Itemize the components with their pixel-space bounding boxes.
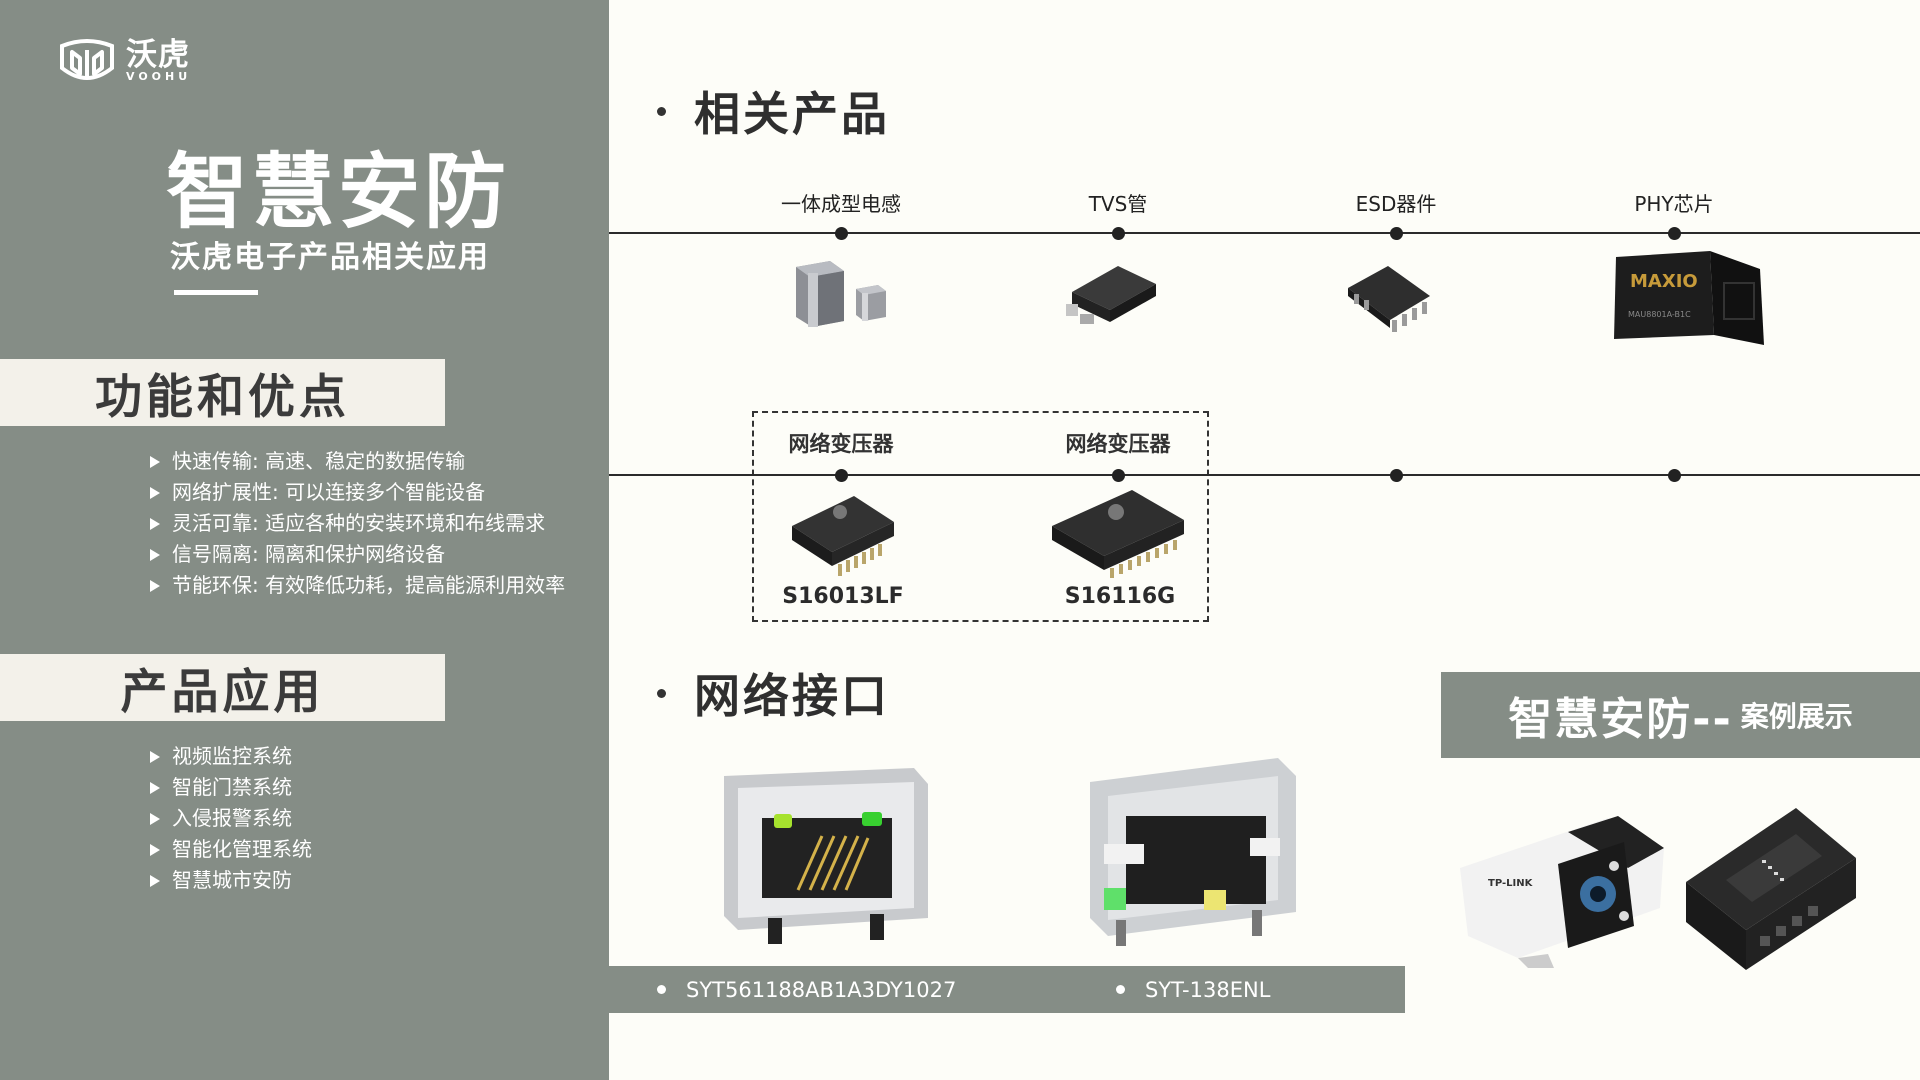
bullet-dot-icon [657, 106, 666, 116]
bullet-dot-icon [657, 985, 666, 994]
product-label-inductor: 一体成型电感 [781, 192, 901, 216]
features-heading: 功能和优点 [95, 370, 350, 425]
access-controller-image [1686, 808, 1856, 970]
triangle-bullet-icon [150, 579, 160, 592]
page-title: 智慧安防 [166, 145, 511, 240]
connector-name: SYT-138ENL [1145, 977, 1271, 1002]
tvs-diode-image [1066, 266, 1156, 324]
list-item: SYT-138ENL [1116, 966, 1270, 1013]
bullet-dot-icon [657, 688, 666, 698]
list-item: 信号隔离: 隔离和保护网络设备 [150, 539, 565, 570]
list-item: 智能门禁系统 [150, 772, 312, 803]
transformer-s16116g-image [1052, 490, 1184, 578]
list-item: 灵活可靠: 适应各种的安装环境和布线需求 [150, 508, 565, 539]
triangle-bullet-icon [150, 517, 160, 530]
network-interface-bar: SYT561188AB1A3DY1027 SYT-138ENL [609, 966, 1405, 1013]
bullet-dot-icon [1116, 985, 1125, 994]
list-item: 节能环保: 有效降低功耗，提高能源利用效率 [150, 570, 565, 601]
product-label-phy: PHY芯片 [1634, 192, 1714, 216]
product-name-s16013lf: S16013LF [782, 584, 904, 609]
brand-name-en: VOOHU [126, 70, 192, 83]
case-suffix: 案例展示 [1740, 700, 1853, 733]
timeline-dot [1390, 227, 1403, 240]
triangle-bullet-icon [150, 548, 160, 561]
rj45-connector-1-image [724, 768, 928, 944]
list-item: 网络扩展性: 可以连接多个智能设备 [150, 477, 565, 508]
list-item: 智能化管理系统 [150, 834, 312, 865]
applications-list: 视频监控系统 智能门禁系统 入侵报警系统 智能化管理系统 智慧城市安防 [150, 741, 312, 896]
inductor-image [796, 261, 886, 327]
timeline-top [609, 232, 1920, 234]
transformer-s16013lf-image [792, 496, 894, 576]
transformer-group-box [752, 411, 1209, 622]
voohu-logo-icon [60, 39, 114, 80]
triangle-bullet-icon [150, 486, 160, 499]
security-camera-image: TP-LINK [1460, 816, 1664, 968]
connector-name: SYT561188AB1A3DY1027 [686, 977, 957, 1002]
chip-brand-text: MAXIO [1630, 271, 1698, 292]
list-item: 视频监控系统 [150, 741, 312, 772]
product-label-tvs: TVS管 [1088, 192, 1148, 216]
timeline-dot [835, 469, 848, 482]
list-item: 快速传输: 高速、稳定的数据传输 [150, 446, 565, 477]
page-subtitle: 沃虎电子产品相关应用 [170, 240, 490, 275]
left-panel: 沃虎 VOOHU 智慧安防 沃虎电子产品相关应用 功能和优点 快速传输: 高速、… [0, 0, 609, 1080]
product-name-s16116g: S16116G [1064, 584, 1176, 609]
timeline-dot [1390, 469, 1403, 482]
list-item: SYT561188AB1A3DY1027 [657, 966, 956, 1013]
related-products-heading: 相关产品 [657, 78, 890, 144]
timeline-dot [1112, 469, 1125, 482]
product-label-esd: ESD器件 [1355, 192, 1437, 216]
list-item: 智慧城市安防 [150, 865, 312, 896]
case-title: 智慧安防-- [1508, 694, 1733, 745]
features-list: 快速传输: 高速、稳定的数据传输 网络扩展性: 可以连接多个智能设备 灵活可靠:… [150, 446, 565, 601]
brand-logo: 沃虎 VOOHU [58, 38, 191, 84]
triangle-bullet-icon [150, 874, 160, 887]
phy-chip-image: MAXIO MAU8801A-B1C [1614, 251, 1764, 345]
brand-name-cn: 沃虎 [126, 37, 190, 73]
timeline-dot [835, 227, 848, 240]
network-interface-heading: 网络接口 [657, 660, 890, 726]
timeline-dot [1668, 227, 1681, 240]
triangle-bullet-icon [150, 781, 160, 794]
applications-label: 产品应用 [0, 654, 445, 721]
esd-chip-image [1348, 266, 1430, 332]
title-underline [174, 290, 258, 295]
timeline-dot [1112, 227, 1125, 240]
list-item: 入侵报警系统 [150, 803, 312, 834]
case-showcase-banner: 智慧安防-- 案例展示 [1441, 672, 1920, 758]
timeline-dot [1668, 469, 1681, 482]
triangle-bullet-icon [150, 750, 160, 763]
applications-heading: 产品应用 [120, 665, 325, 720]
camera-brand-text: TP-LINK [1488, 878, 1534, 889]
product-label-transformer-1: 网络变压器 [788, 432, 894, 456]
triangle-bullet-icon [150, 455, 160, 468]
product-label-transformer-2: 网络变压器 [1065, 432, 1171, 456]
timeline-bottom [609, 474, 1920, 476]
chip-part-text: MAU8801A-B1C [1628, 310, 1691, 319]
features-label: 功能和优点 [0, 359, 445, 426]
triangle-bullet-icon [150, 843, 160, 856]
rj45-connector-2-image [1090, 758, 1296, 946]
triangle-bullet-icon [150, 812, 160, 825]
